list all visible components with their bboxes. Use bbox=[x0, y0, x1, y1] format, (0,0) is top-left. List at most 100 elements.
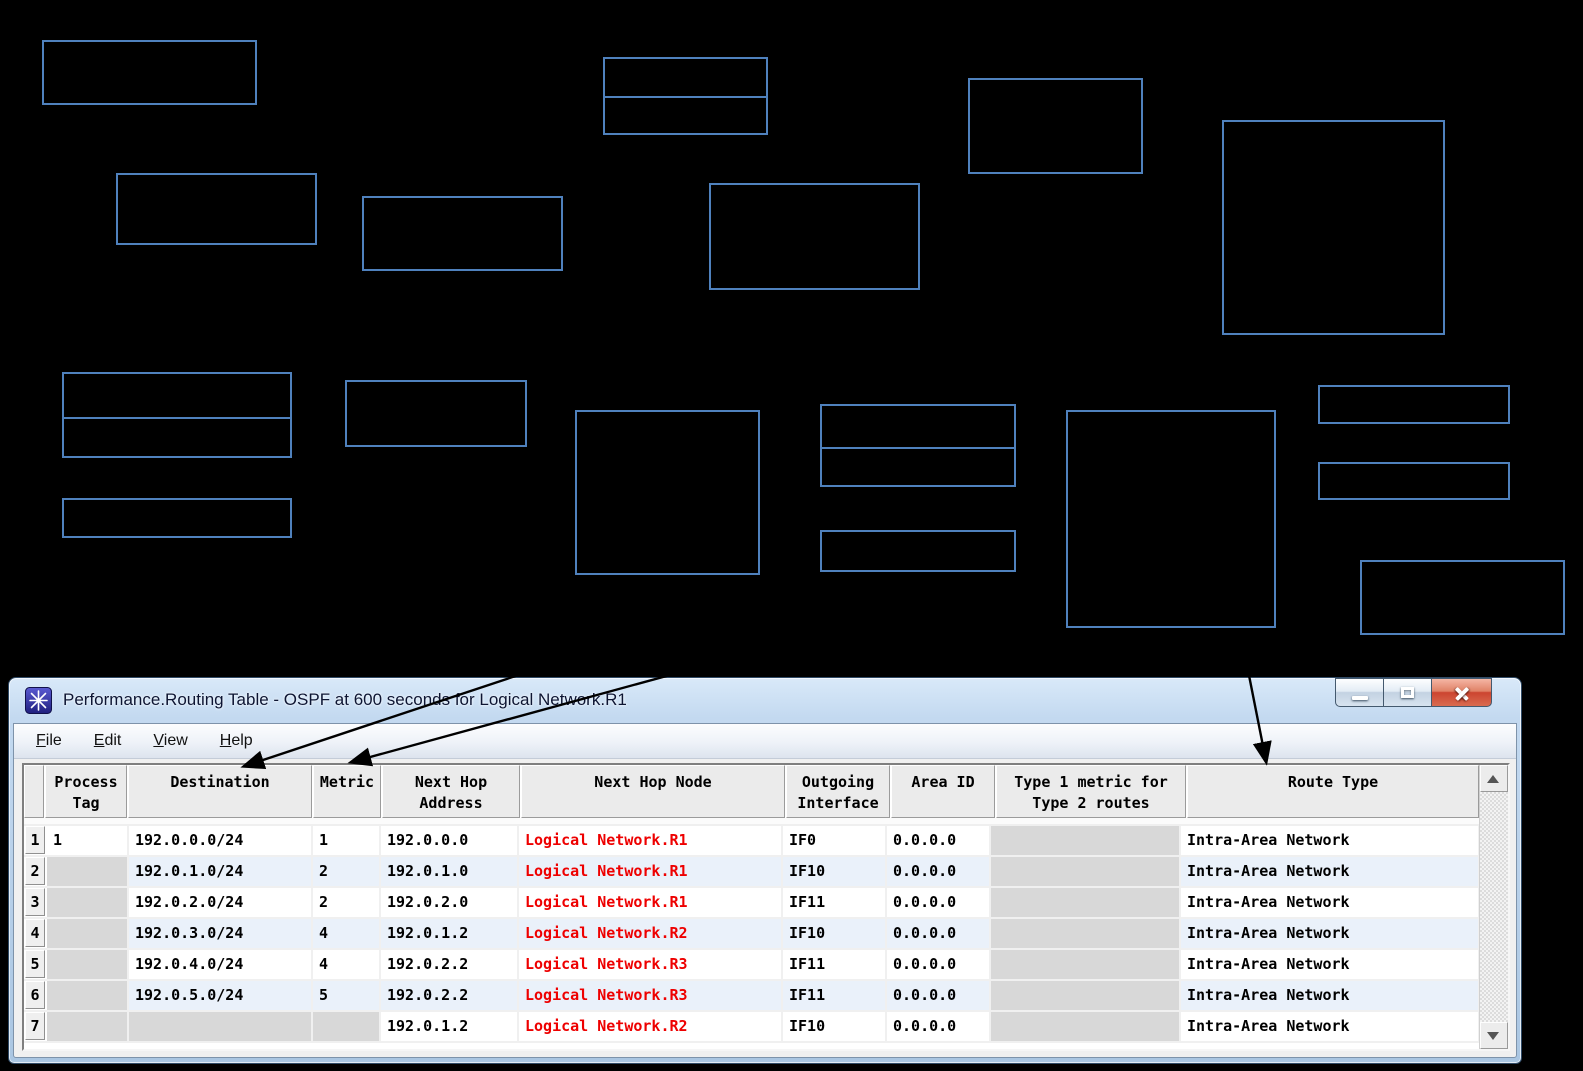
header-spacer-row bbox=[24, 818, 1480, 826]
menu-view[interactable]: View bbox=[153, 732, 188, 749]
column-header-destination: Destination bbox=[128, 765, 312, 818]
topology-node-box[interactable] bbox=[1318, 385, 1510, 424]
scrollbar-track[interactable] bbox=[1480, 792, 1508, 1022]
cell-process_tag bbox=[47, 857, 129, 886]
cell-outgoing_interface: IF10 bbox=[783, 919, 887, 948]
row-number-button[interactable]: 2 bbox=[25, 857, 45, 885]
minimize-icon bbox=[1352, 696, 1368, 700]
row-number-button[interactable]: 4 bbox=[25, 919, 45, 947]
cell-outgoing_interface: IF10 bbox=[783, 857, 887, 886]
cell-area_id: 0.0.0.0 bbox=[887, 857, 991, 886]
menu-help[interactable]: Help bbox=[219, 732, 253, 749]
topology-node-box[interactable] bbox=[820, 530, 1016, 572]
topology-node-box[interactable] bbox=[1066, 410, 1276, 628]
topology-node-box[interactable] bbox=[968, 78, 1143, 174]
cell-outgoing_interface: IF11 bbox=[783, 888, 887, 917]
topology-node-box[interactable] bbox=[62, 372, 292, 458]
cell-metric: 1 bbox=[313, 826, 381, 855]
column-header-label: Destination bbox=[170, 773, 270, 791]
app-starburst-icon bbox=[25, 687, 52, 714]
cell-process_tag: 1 bbox=[47, 826, 129, 855]
column-header-label: Address bbox=[419, 794, 483, 812]
menu-edit[interactable]: Edit bbox=[93, 732, 122, 749]
topology-node-box[interactable] bbox=[1222, 120, 1445, 335]
arrow-up-icon bbox=[1487, 775, 1499, 783]
cell-process_tag bbox=[47, 919, 129, 948]
window-titlebar[interactable]: Performance.Routing Table - OSPF at 600 … bbox=[9, 678, 1521, 723]
window-title: Performance.Routing Table - OSPF at 600 … bbox=[63, 690, 627, 709]
column-header-route_type: Route Type bbox=[1187, 765, 1479, 818]
column-header-label: Next Hop Node bbox=[594, 773, 712, 791]
close-button[interactable] bbox=[1431, 678, 1492, 707]
topology-node-box[interactable] bbox=[1360, 560, 1565, 635]
cell-destination bbox=[129, 1012, 313, 1041]
cell-next_hop_node: Logical Network.R1 bbox=[519, 826, 783, 855]
cell-next_hop_node: Logical Network.R2 bbox=[519, 919, 783, 948]
cell-process_tag bbox=[47, 1012, 129, 1041]
cell-next_hop_node: Logical Network.R3 bbox=[519, 981, 783, 1010]
cell-next_hop_node: Logical Network.R3 bbox=[519, 950, 783, 979]
cell-metric bbox=[313, 1012, 381, 1041]
topology-node-box[interactable] bbox=[820, 404, 1016, 487]
box-divider bbox=[822, 447, 1014, 449]
cell-metric: 5 bbox=[313, 981, 381, 1010]
topology-node-box[interactable] bbox=[62, 498, 292, 538]
cell-route_type: Intra-Area Network bbox=[1181, 1012, 1480, 1041]
column-header-label: Type 1 metric for bbox=[1014, 773, 1168, 791]
header-row-number-stub bbox=[24, 765, 44, 818]
scroll-up-button[interactable] bbox=[1480, 765, 1508, 792]
topology-node-box[interactable] bbox=[42, 40, 257, 105]
scroll-down-button[interactable] bbox=[1480, 1022, 1508, 1049]
topology-node-box[interactable] bbox=[1318, 462, 1510, 500]
cell-type1_metric bbox=[991, 950, 1181, 979]
topology-node-box[interactable] bbox=[603, 57, 768, 135]
box-divider bbox=[605, 96, 766, 98]
topology-node-box[interactable] bbox=[345, 380, 527, 447]
cell-process_tag bbox=[47, 888, 129, 917]
cell-area_id: 0.0.0.0 bbox=[887, 950, 991, 979]
cell-type1_metric bbox=[991, 888, 1181, 917]
topology-node-box[interactable] bbox=[575, 410, 760, 575]
cell-area_id: 0.0.0.0 bbox=[887, 826, 991, 855]
maximize-button[interactable] bbox=[1383, 678, 1431, 707]
column-header-label bbox=[1188, 793, 1478, 814]
routing-table-window: Performance.Routing Table - OSPF at 600 … bbox=[8, 677, 1522, 1064]
column-header-label bbox=[129, 793, 311, 814]
row-number-button[interactable]: 3 bbox=[25, 888, 45, 916]
cell-type1_metric bbox=[991, 857, 1181, 886]
row-number-button[interactable]: 5 bbox=[25, 950, 45, 978]
vertical-scrollbar[interactable] bbox=[1479, 765, 1508, 1049]
cell-outgoing_interface: IF10 bbox=[783, 1012, 887, 1041]
cell-area_id: 0.0.0.0 bbox=[887, 981, 991, 1010]
cell-type1_metric bbox=[991, 1012, 1181, 1041]
topology-node-box[interactable] bbox=[362, 196, 563, 271]
column-header-label: Tag bbox=[72, 794, 100, 812]
column-header-label: Metric bbox=[319, 773, 375, 791]
topology-node-box[interactable] bbox=[116, 173, 317, 245]
topology-node-box[interactable] bbox=[709, 183, 920, 290]
cell-route_type: Intra-Area Network bbox=[1181, 857, 1480, 886]
box-divider bbox=[64, 417, 290, 419]
cell-destination: 192.0.4.0/24 bbox=[129, 950, 313, 979]
column-header-label: Outgoing bbox=[801, 773, 875, 791]
minimize-button[interactable] bbox=[1335, 678, 1383, 707]
row-number-button[interactable]: 7 bbox=[25, 1012, 45, 1040]
menu-file[interactable]: File bbox=[36, 732, 62, 749]
cell-next_hop_address: 192.0.1.0 bbox=[381, 857, 519, 886]
cell-destination: 192.0.2.0/24 bbox=[129, 888, 313, 917]
cell-next_hop_node: Logical Network.R1 bbox=[519, 857, 783, 886]
row-number-button[interactable]: 1 bbox=[25, 826, 45, 854]
cell-next_hop_node: Logical Network.R2 bbox=[519, 1012, 783, 1041]
row-number-button[interactable]: 6 bbox=[25, 981, 45, 1009]
cell-destination: 192.0.0.0/24 bbox=[129, 826, 313, 855]
cell-next_hop_address: 192.0.2.0 bbox=[381, 888, 519, 917]
column-header-label: Interface bbox=[797, 794, 879, 812]
